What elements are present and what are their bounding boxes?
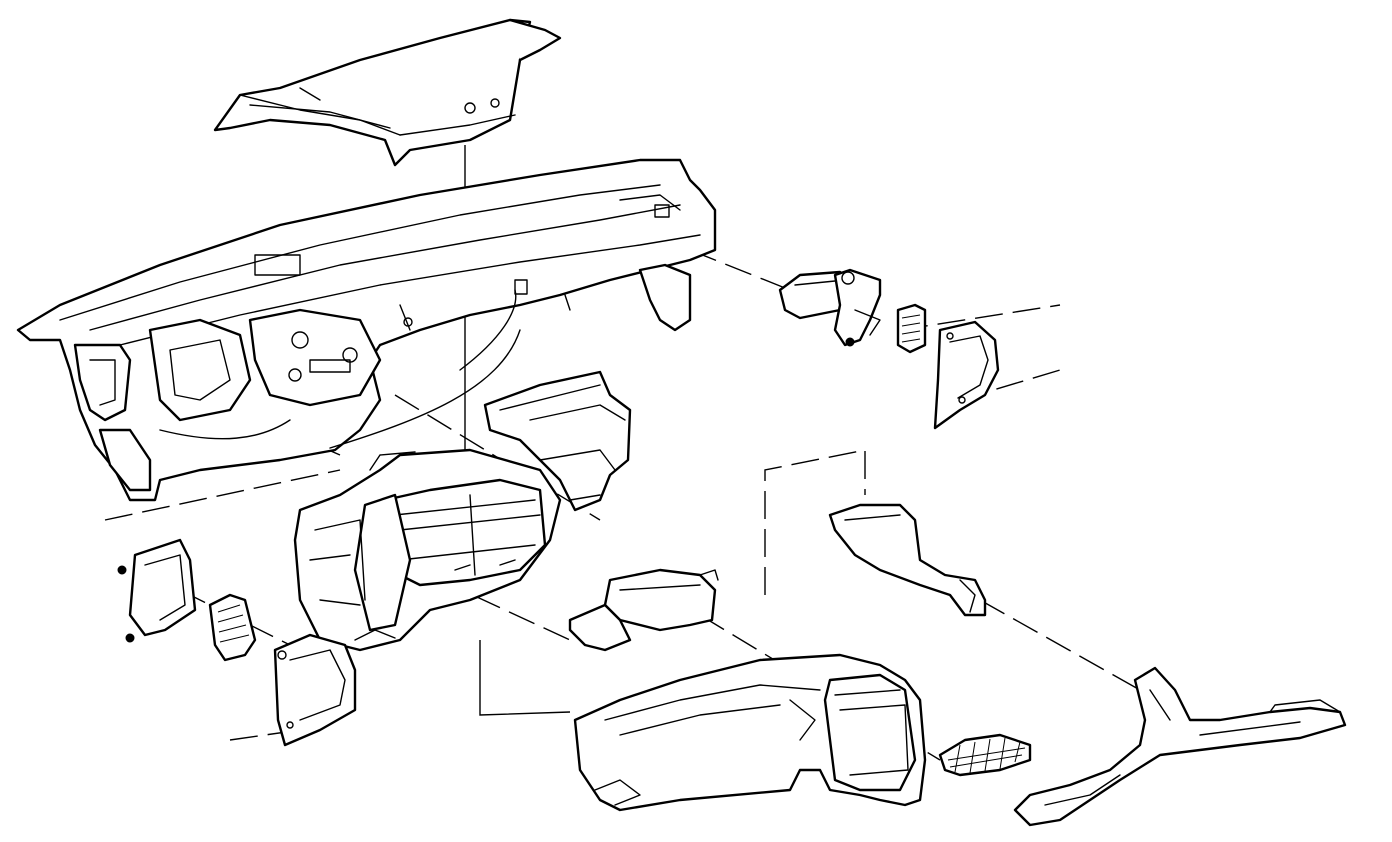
hvac-module [293, 448, 562, 652]
floor-duct-upper [828, 503, 987, 617]
instrument-panel-trim [573, 653, 927, 812]
center-grille [938, 733, 1032, 777]
leader-floor-duct [979, 599, 1141, 691]
instrument-panel-frame [16, 158, 717, 502]
center-duct [568, 568, 719, 652]
leader-right-outlet-top [899, 304, 1061, 331]
leader-heater-bottom [479, 640, 571, 716]
right-outlet [896, 303, 927, 354]
leader-center-duct [764, 449, 866, 595]
leader-right-duct [689, 249, 791, 291]
right-bezel [933, 320, 1000, 430]
defroster-duct [213, 18, 562, 167]
leader-left-top [104, 469, 341, 521]
left-side-duct [117, 538, 197, 643]
blower-housing [483, 370, 632, 512]
right-side-duct [778, 268, 882, 347]
left-bezel [273, 633, 357, 747]
floor-duct-lower [1013, 666, 1347, 827]
left-outlet [208, 593, 257, 662]
